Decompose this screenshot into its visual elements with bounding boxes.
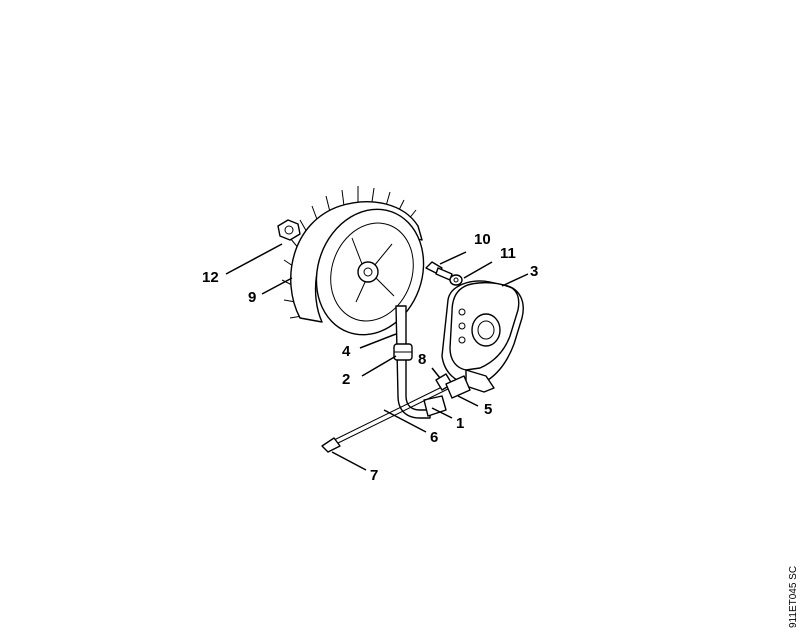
callout-7: 7 xyxy=(370,467,378,484)
drawing-code: 911ET045 SC xyxy=(788,566,799,628)
nut xyxy=(277,219,301,241)
callout-6: 6 xyxy=(430,429,438,446)
callout-3: 3 xyxy=(530,263,538,280)
callout-9: 9 xyxy=(248,289,256,306)
screw xyxy=(425,261,453,281)
callout-4: 4 xyxy=(342,343,351,360)
callout-5: 5 xyxy=(484,401,492,418)
leader-lines xyxy=(225,243,529,471)
callout-12: 12 xyxy=(202,269,219,286)
sleeve xyxy=(445,375,471,399)
boot xyxy=(423,395,447,417)
flywheel xyxy=(281,186,425,336)
callout-8: 8 xyxy=(418,351,426,368)
callout-11: 11 xyxy=(500,245,516,262)
ignition-module xyxy=(441,280,524,393)
washer xyxy=(449,274,463,286)
callout-2: 2 xyxy=(342,371,350,388)
callout-1: 1 xyxy=(456,415,464,432)
callout-10: 10 xyxy=(474,231,491,248)
wire-connector xyxy=(321,437,341,453)
callouts: 12 9 10 11 3 4 8 2 5 1 6 7 xyxy=(202,231,538,484)
grommet xyxy=(393,343,413,361)
